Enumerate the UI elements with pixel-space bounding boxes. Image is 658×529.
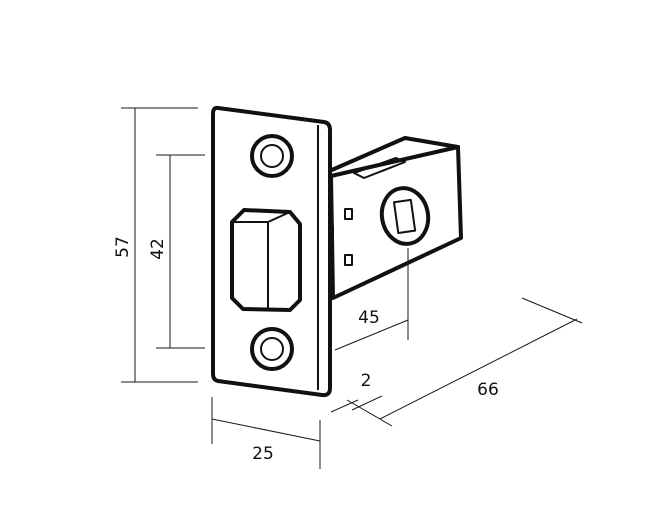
- housing-edge-line: [344, 149, 449, 173]
- screw-hole-bottom-inner: [260, 337, 284, 361]
- housing-top-slot: [353, 157, 406, 179]
- dimension-faceplate-thickness: 2: [330, 371, 383, 413]
- screw-hole-top-inner: [260, 144, 284, 168]
- dim-label-faceplate-height: 57: [113, 236, 133, 258]
- dimension-overall-depth: 66: [346, 297, 583, 427]
- spindle-square-hole: [392, 198, 417, 234]
- housing-rivet-upper: [344, 208, 353, 220]
- housing-rivet-lower: [344, 254, 353, 266]
- dim-label-backset: 45: [358, 308, 380, 328]
- dim-label-screw-spacing: 42: [148, 238, 168, 260]
- dimension-faceplate-height: 57: [113, 107, 198, 383]
- dim-label-overall-depth: 66: [477, 380, 499, 400]
- latch-housing: [316, 136, 463, 300]
- dim-label-faceplate-thickness: 2: [361, 371, 372, 391]
- dimension-backset: 45: [334, 248, 409, 351]
- screw-hole-bottom: [250, 327, 294, 371]
- dimension-faceplate-width: 25: [211, 397, 321, 469]
- latch-bolt-bevel-top: [267, 211, 291, 223]
- screw-hole-top: [250, 134, 294, 178]
- faceplate: [211, 105, 332, 398]
- dimension-screw-spacing: 42: [148, 154, 205, 349]
- dim-label-faceplate-width: 25: [252, 444, 274, 464]
- latch-bolt: [230, 208, 302, 312]
